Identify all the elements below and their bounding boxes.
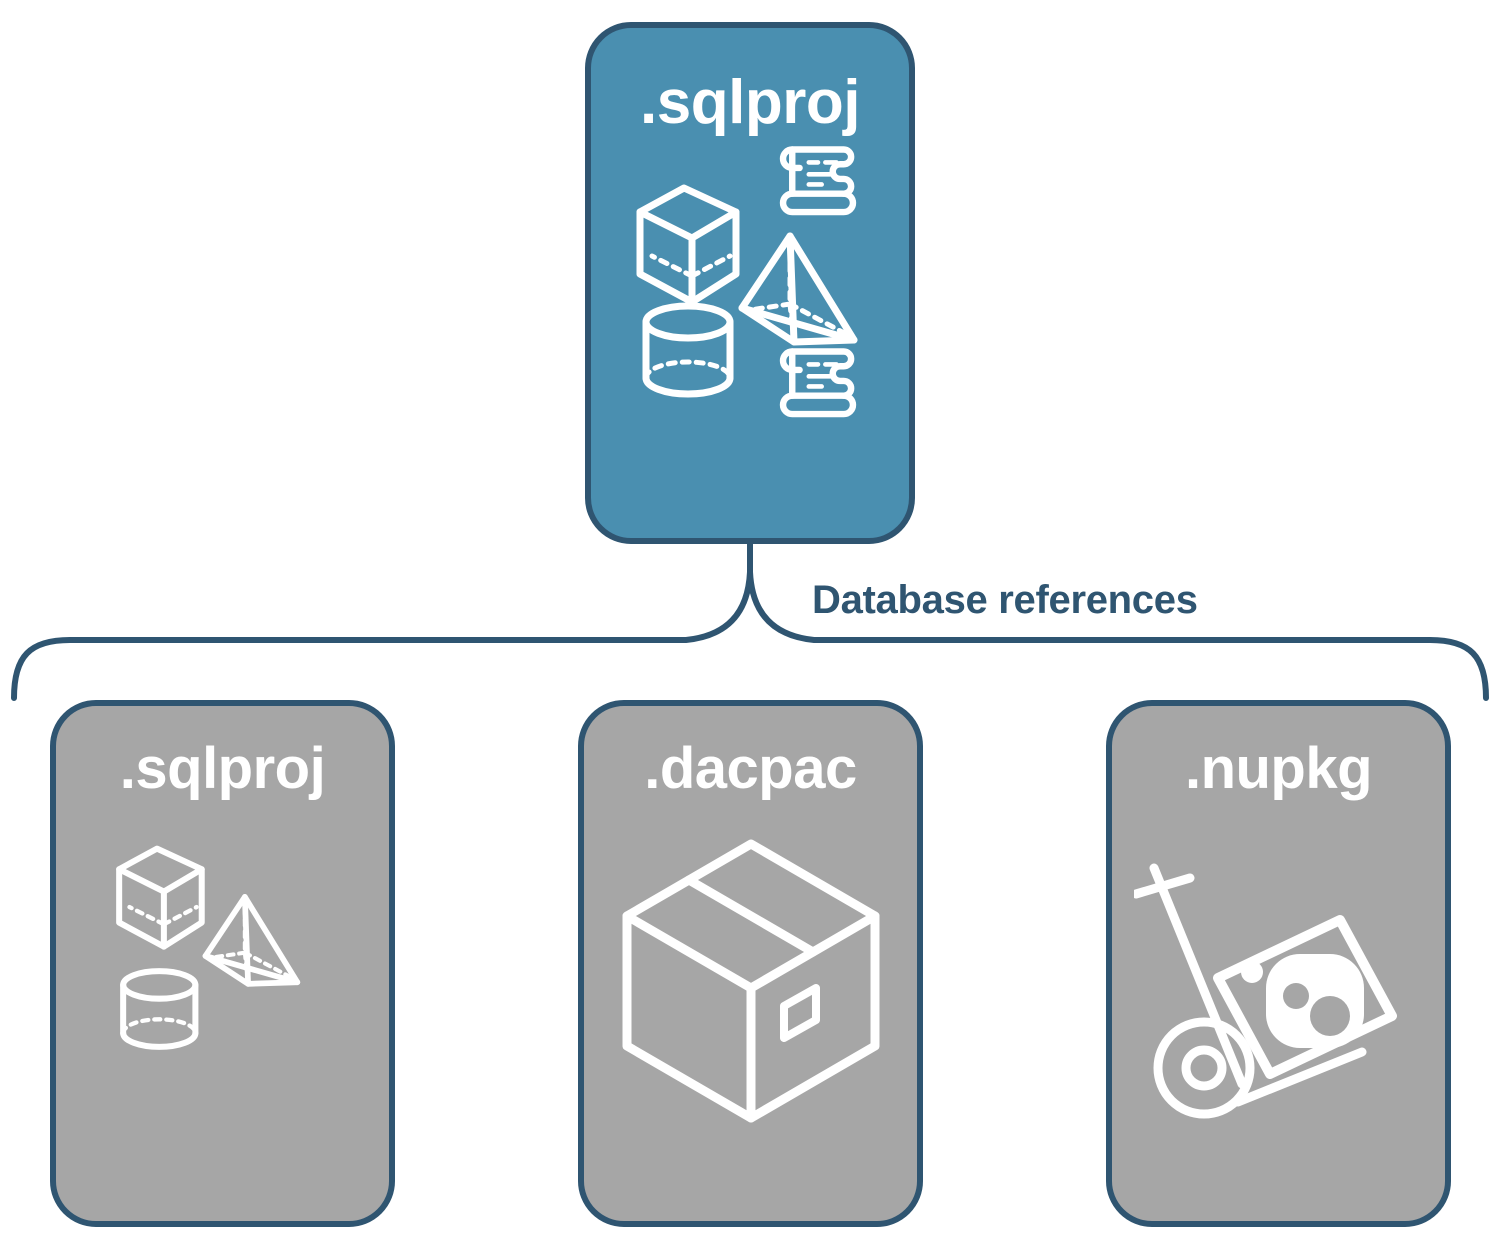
shipping-box-icon [622, 839, 879, 1123]
brace-right-end-hook [1427, 637, 1489, 701]
hand-truck-nuget-package-icon [1133, 863, 1397, 1119]
wireframe-cylinder-icon [642, 302, 734, 398]
scroll-script-icon [779, 146, 857, 216]
wireframe-cylinder-icon [119, 968, 198, 1050]
scroll-script-icon [779, 348, 857, 418]
brace-label-database-references: Database references [812, 578, 1198, 622]
wireframe-cube-icon [636, 184, 740, 306]
brace-left-end-hook [11, 637, 73, 701]
card-sqlproj-reference[interactable]: .sqlproj [50, 700, 395, 1227]
database-references-brace [11, 540, 1489, 701]
card-art-nupkg [1112, 798, 1445, 1221]
brace-left-arm [67, 569, 753, 643]
card-title-nupkg: .nupkg [1184, 736, 1373, 801]
card-title-dacpac: .dacpac [644, 736, 857, 801]
wireframe-pyramid-icon [202, 894, 300, 987]
card-title-sqlproj-reference: .sqlproj [119, 736, 326, 801]
card-art-sqlproj-reference [56, 798, 389, 1221]
card-title-sqlproj-parent: .sqlproj [640, 68, 860, 137]
wireframe-pyramid-icon [738, 232, 858, 346]
card-art-dacpac [584, 798, 917, 1221]
wireframe-cube-icon [115, 845, 205, 950]
card-dacpac-reference[interactable]: .dacpac [578, 700, 923, 1227]
card-art-sqlproj-parent [591, 134, 909, 538]
card-nupkg-reference[interactable]: .nupkg [1106, 700, 1451, 1227]
card-sqlproj-parent[interactable]: .sqlproj [585, 22, 915, 544]
